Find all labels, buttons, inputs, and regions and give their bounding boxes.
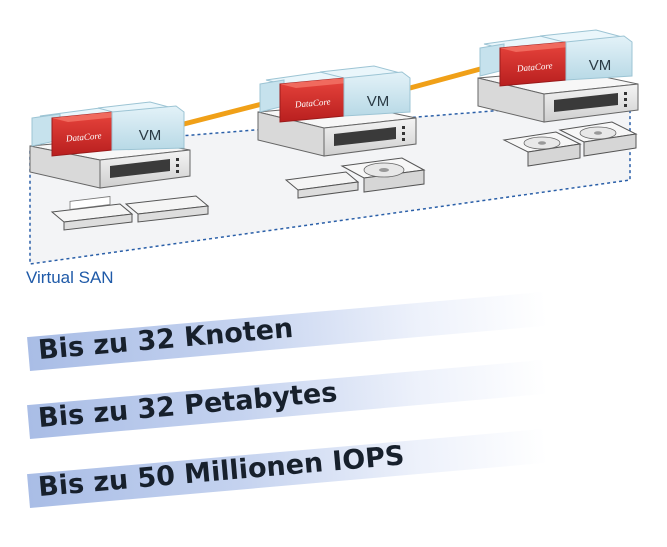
datacore-logo: DataCore	[516, 60, 553, 73]
datacore-logo: DataCore	[294, 96, 331, 109]
vm-box: VM	[565, 35, 633, 81]
node-1: DataCore VM	[29, 101, 210, 231]
virtual-san-diagram: DataCore VM	[29, 29, 639, 265]
vm-label: VM	[589, 57, 612, 74]
vm-label: VM	[367, 93, 390, 110]
datacore-logo: DataCore	[65, 130, 102, 143]
node-2: DataCore VM	[257, 65, 426, 199]
virtual-san-label: Virtual SAN	[26, 268, 114, 287]
vm-label: VM	[139, 127, 162, 144]
disk-drive-icon	[124, 195, 210, 223]
node-link-1-2	[179, 101, 263, 128]
node-3: DataCore VM	[477, 29, 639, 167]
vm-box: VM	[111, 105, 185, 151]
disk-drive-icon	[284, 171, 360, 199]
hard-disk-icon	[340, 157, 426, 193]
node-link-2-3	[409, 65, 485, 91]
feature-text: Bis zu 50 Millionen IOPS	[36, 440, 406, 504]
datacore-box: DataCore	[51, 111, 128, 157]
optical-disk-icon	[502, 131, 582, 167]
optical-disk-icon	[558, 121, 638, 157]
vm-box: VM	[343, 71, 411, 117]
disk-drive-icon	[50, 196, 134, 231]
datacore-box: DataCore	[279, 77, 358, 123]
feature-text: Bis zu 32 Petabytes	[36, 377, 339, 435]
datacore-box: DataCore	[499, 41, 580, 87]
